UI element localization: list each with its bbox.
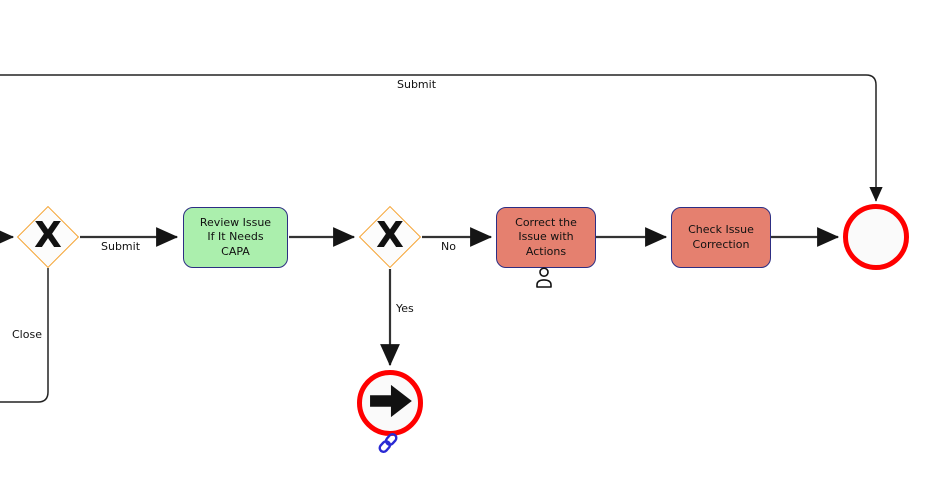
gateway-x-symbol: X	[34, 215, 62, 256]
task-check-correction[interactable]: Check Issue Correction	[671, 207, 771, 268]
edge-label-submit: Submit	[101, 240, 141, 253]
connector-close	[0, 268, 49, 403]
connector-submit-top	[0, 74, 883, 202]
exclusive-gateway-needs-capa[interactable]: X	[358, 205, 422, 269]
task-review-issue[interactable]: Review Issue If It Needs CAPA	[183, 207, 288, 268]
edge-label-yes: Yes	[396, 302, 414, 315]
exclusive-gateway-submit[interactable]: X	[16, 205, 80, 269]
end-event[interactable]	[843, 204, 909, 270]
link-throw-event[interactable]	[357, 370, 423, 436]
task-correct-issue[interactable]: Correct the Issue with Actions	[496, 207, 596, 268]
edge-label-close: Close	[12, 328, 42, 341]
edge-label-submit-top: Submit	[397, 78, 437, 91]
gateway-x-symbol: X	[376, 215, 404, 256]
user-icon	[534, 266, 554, 293]
edge-label-no: No	[441, 240, 456, 253]
arrow-right-icon	[365, 382, 415, 424]
link-icon	[376, 431, 400, 459]
